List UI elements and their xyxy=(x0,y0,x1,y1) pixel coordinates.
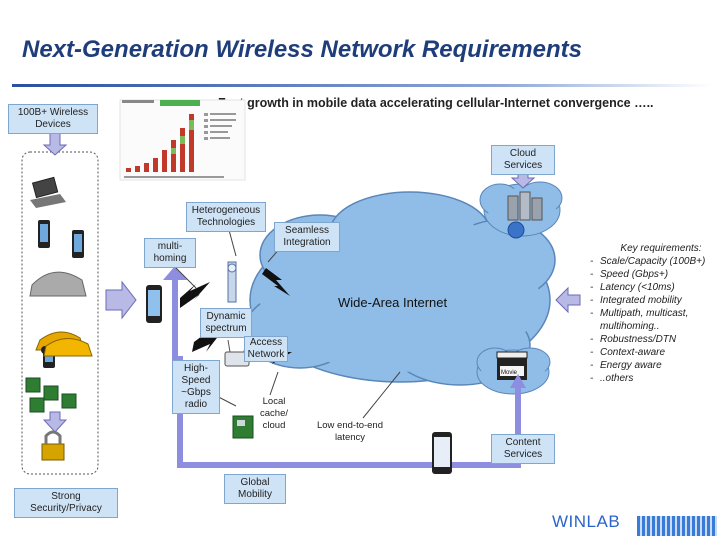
requirement-item: Speed (Gbps+) xyxy=(590,268,718,281)
seamless-integration-label: Seamless Integration xyxy=(274,222,340,252)
devices-down-arrow xyxy=(42,131,68,156)
car-icons xyxy=(29,271,93,357)
requirement-item: ..others xyxy=(590,372,718,385)
cloud-services-label: Cloud Services xyxy=(491,145,555,175)
devices-right-arrow xyxy=(105,280,137,320)
requirements-heading: Key requirements: xyxy=(620,243,702,254)
laptop-icon xyxy=(30,176,66,208)
multihoming-label: multi-homing xyxy=(144,238,196,268)
requirement-item: Scale/Capacity (100B+) xyxy=(590,255,718,268)
winlab-logo: WINLAB xyxy=(552,512,621,531)
sensor-board-icons xyxy=(25,377,77,413)
key-requirements-list: Key requirements: Scale/Capacity (100B+)… xyxy=(590,242,718,385)
high-speed-radio-label: High-Speed ~Gbps radio xyxy=(172,360,220,414)
requirement-item: Latency (<10ms) xyxy=(590,281,718,294)
subtitle: Fast growth in mobile data accelerating … xyxy=(218,96,654,110)
requirement-item: Robustness/DTN xyxy=(590,333,718,346)
access-network-label: Access Network xyxy=(244,336,288,362)
devices-label: 100B+ Wireless Devices xyxy=(8,104,98,134)
slide-title: Next-Generation Wireless Network Require… xyxy=(22,36,582,63)
requirements-left-arrow xyxy=(555,286,581,314)
security-privacy-label: Strong Security/Privacy xyxy=(14,488,118,518)
cell-tower-icon xyxy=(227,261,237,303)
winlab-logo-bar xyxy=(637,516,717,536)
lock-icon xyxy=(41,430,65,461)
title-underline xyxy=(12,84,712,87)
requirement-item: Energy aware xyxy=(590,359,718,372)
requirement-item: Context-aware xyxy=(590,346,718,359)
bus-up-arrow xyxy=(163,266,187,280)
cloud-services-cloud xyxy=(479,181,563,239)
local-cache-label: Local cache/ cloud xyxy=(260,396,288,431)
devices-panel xyxy=(21,151,99,475)
dynamic-spectrum-label: Dynamic spectrum xyxy=(200,308,252,338)
heterogeneous-technologies-label: Heterogeneous Technologies xyxy=(186,202,266,232)
content-services-label: Content Services xyxy=(491,434,555,464)
global-mobility-label: Global Mobility xyxy=(224,474,286,504)
security-down-arrow xyxy=(42,411,68,433)
requirement-item: Integrated mobility xyxy=(590,294,718,307)
movie-label: Movie xyxy=(501,370,518,376)
growth-chart-thumbnail xyxy=(119,99,246,181)
content-services-cloud xyxy=(476,347,551,395)
requirement-item: Multipath, multicast, multihoming.. xyxy=(590,307,718,333)
wide-area-internet-label: Wide-Area Internet xyxy=(338,295,448,310)
low-latency-label: Low end-to-end latency xyxy=(316,420,384,443)
local-cache-board-icon xyxy=(232,415,254,439)
